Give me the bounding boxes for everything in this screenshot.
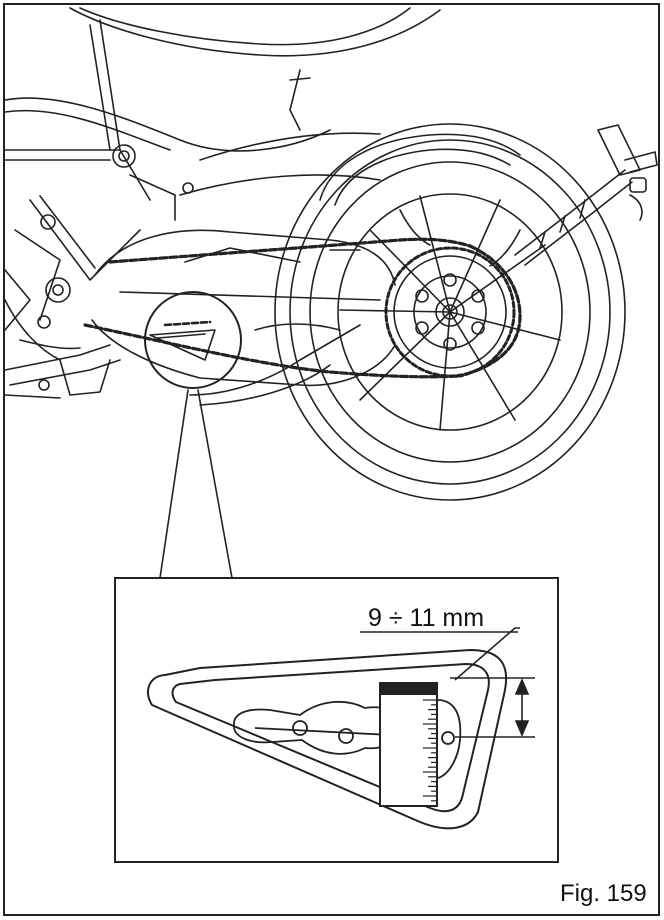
drive-chain [83, 237, 522, 379]
detail-leader-lines [159, 389, 233, 579]
dimension-label-leader [454, 627, 520, 681]
seat-and-tail [4, 7, 441, 152]
detail-inset-border [114, 577, 559, 863]
ruler-body [379, 682, 438, 807]
dimension-arrow-head-bottom [514, 720, 530, 738]
rear-mudguard [179, 132, 521, 206]
rear-tire [274, 123, 626, 501]
inspection-window [147, 649, 508, 830]
figure-caption: Fig. 159 [560, 880, 647, 907]
measurement-label: 9 ÷ 11 mm [368, 604, 484, 632]
measuring-ruler [379, 682, 438, 807]
license-plate-holder [514, 124, 658, 266]
detail-inset: 9 ÷ 11 mm [114, 577, 559, 863]
dimension-arrow-head-top [514, 677, 530, 695]
figure-border [3, 3, 660, 916]
ruler-graduations [423, 699, 437, 807]
ruler-top-band [380, 683, 437, 695]
detail-magnifier-circle [144, 291, 242, 389]
motorcycle-rear-drawing [4, 7, 658, 579]
dimension-indicator [450, 627, 535, 738]
trellis-frame [4, 19, 194, 361]
footpeg-bracket [4, 339, 121, 399]
rear-wheel-rim [337, 193, 563, 431]
swingarm-and-chain-guard [91, 229, 396, 406]
